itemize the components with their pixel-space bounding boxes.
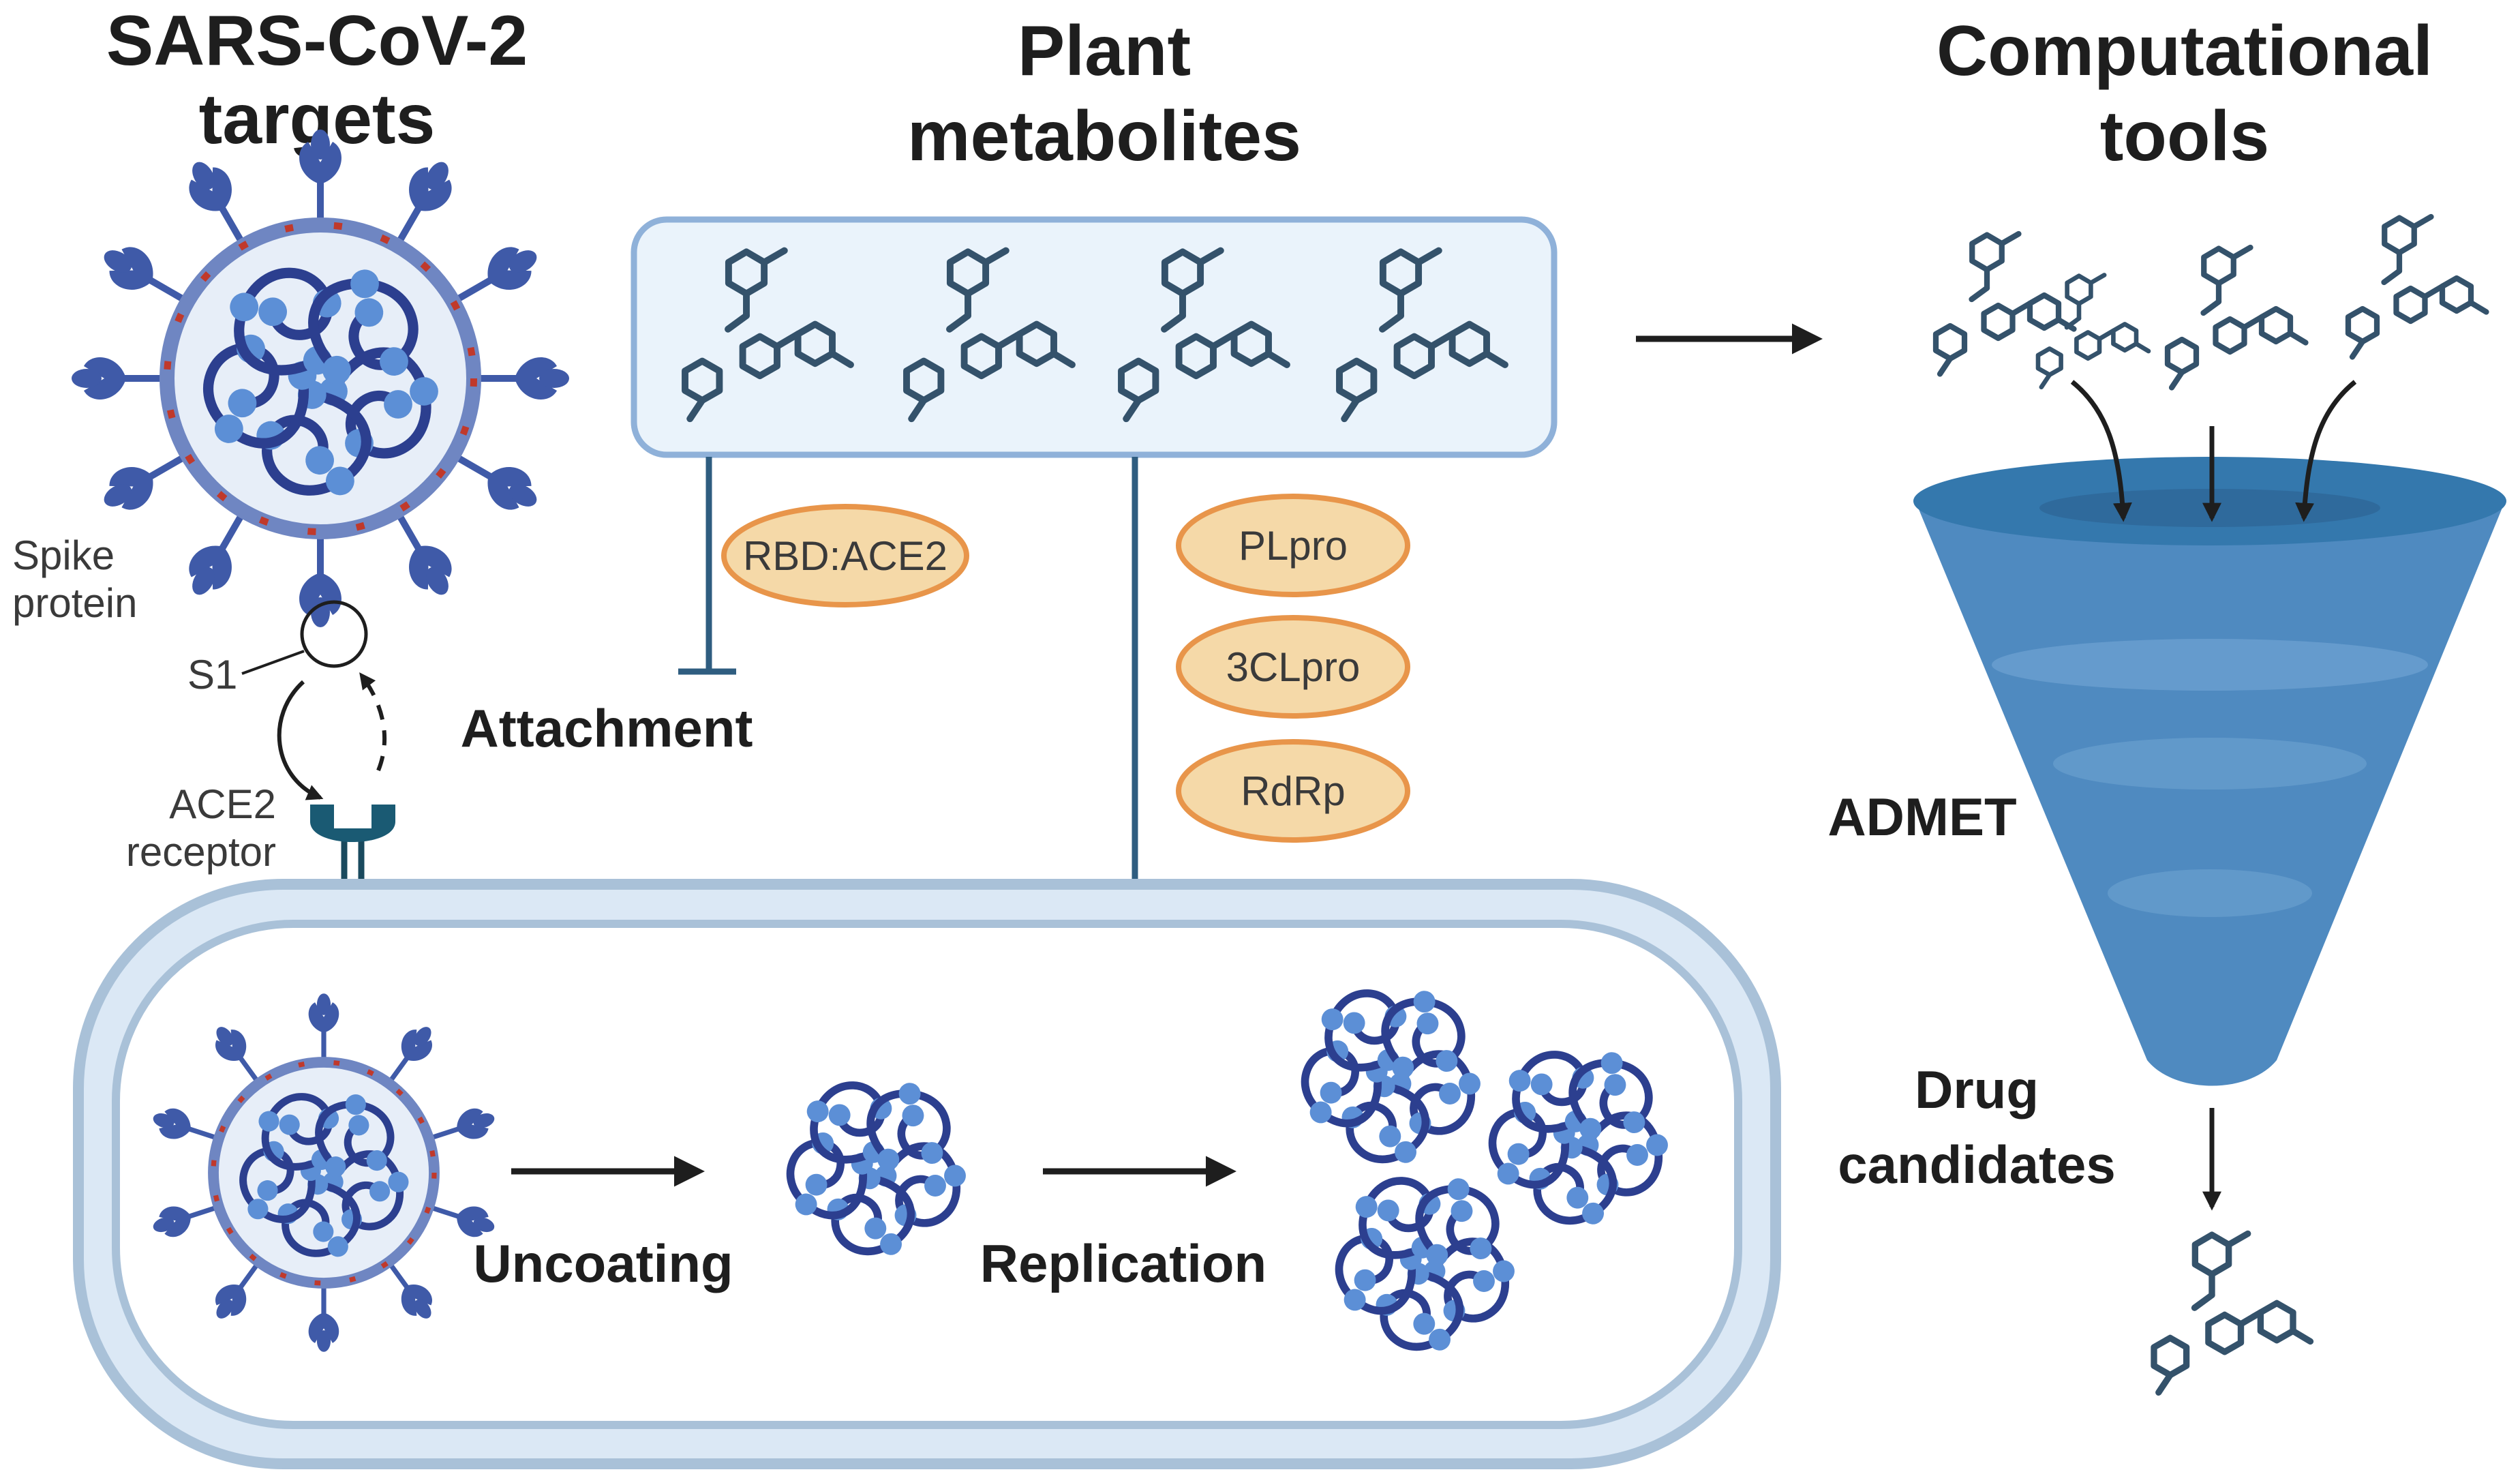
screening-funnel xyxy=(1913,457,2506,1086)
metabolites-box xyxy=(631,216,1558,458)
pill-plpro-label: PLpro xyxy=(1239,523,1348,569)
binding-arrow xyxy=(277,680,324,800)
candidate-molecule-3 xyxy=(2348,217,2487,357)
stage-attachment: Attachment xyxy=(460,698,753,758)
admet-label: ADMET xyxy=(1827,787,2016,847)
heading-tools-line2: tools xyxy=(2100,97,2269,176)
heading-metabolites-line1: Plant xyxy=(1018,12,1191,91)
s1-callout-line xyxy=(241,650,305,675)
s1-callout-circle xyxy=(300,600,368,668)
pill-rdrp-label: RdRp xyxy=(1241,768,1345,814)
funnel-in-arrow-1 xyxy=(2070,380,2132,522)
pill-rbd-label: RBD:ACE2 xyxy=(743,533,947,579)
candidate-molecule-4 xyxy=(2038,275,2149,387)
pill-rdrp: RdRp xyxy=(1176,739,1410,843)
pill-3clpro-label: 3CLpro xyxy=(1226,644,1361,690)
heading-targets-line1: SARS-CoV-2 xyxy=(106,1,528,80)
drug-candidates-line2: candidates xyxy=(1838,1135,2115,1195)
drug-candidates-line1: Drug xyxy=(1915,1060,2039,1120)
heading-metabolites-line2: metabolites xyxy=(907,97,1301,176)
pill-rbd-ace2: RBD:ACE2 xyxy=(721,504,969,607)
sars-cov-2-virion xyxy=(72,130,569,627)
release-arrow xyxy=(359,672,387,772)
candidate-molecule-2 xyxy=(2168,247,2306,388)
pill-plpro: PLpro xyxy=(1176,494,1410,597)
ace2-label-line1: ACE2 xyxy=(169,781,276,827)
stage-replication: Replication xyxy=(980,1233,1266,1293)
pill-3clpro: 3CLpro xyxy=(1176,615,1410,719)
ace2-label-line2: receptor xyxy=(126,829,276,875)
s1-label: S1 xyxy=(187,652,237,697)
drug-candidate-molecule xyxy=(2154,1233,2311,1392)
internalized-virion xyxy=(149,993,499,1352)
stage-uncoating: Uncoating xyxy=(473,1233,733,1293)
heading-tools-line1: Computational xyxy=(1937,12,2433,91)
spike-label-line1: Spike xyxy=(12,532,115,578)
funnel-in-arrow-3 xyxy=(2295,380,2357,522)
spike-label-line2: protein xyxy=(12,580,137,626)
